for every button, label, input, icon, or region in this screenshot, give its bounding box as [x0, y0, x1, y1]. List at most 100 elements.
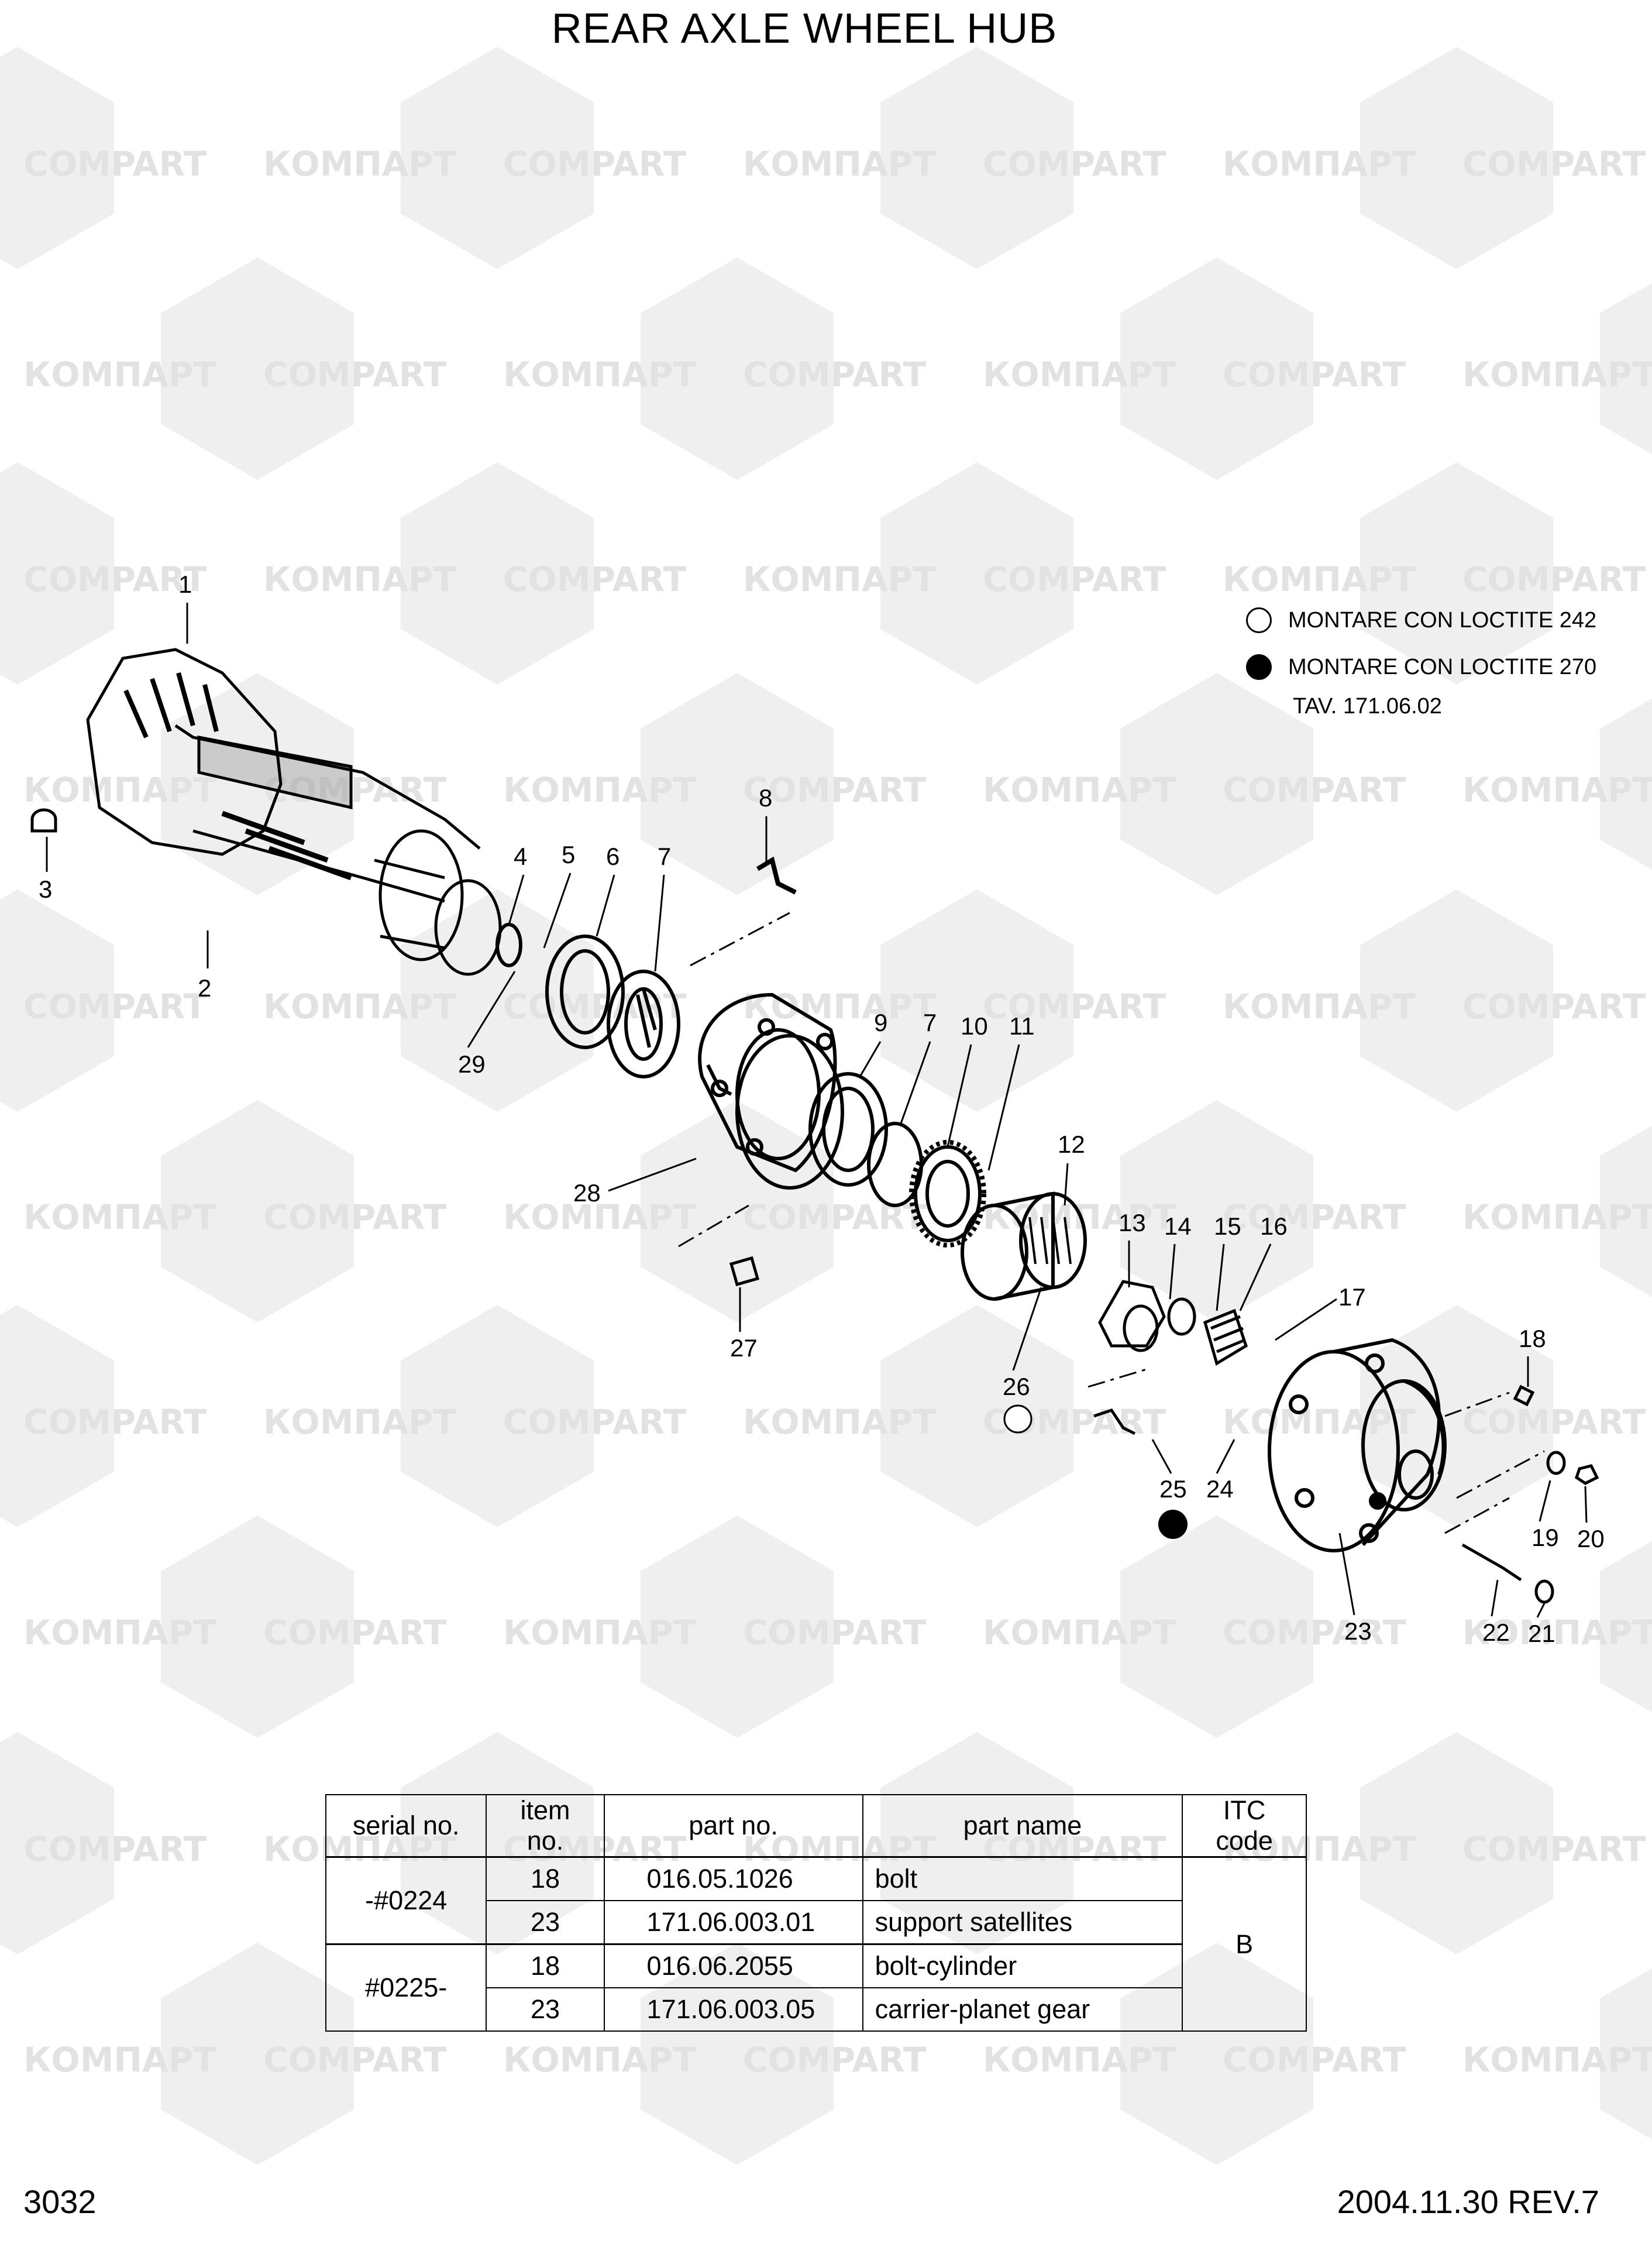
ring-gear-11: [909, 1140, 986, 1248]
callout-13: 13: [1118, 1209, 1146, 1236]
callout-10: 10: [961, 1012, 988, 1040]
leader-line: [508, 874, 525, 925]
legend-item-242: MONTARE CON LOCTITE 242: [1246, 597, 1596, 644]
watermark-text: COMPART: [983, 559, 1166, 599]
leader-line: [1491, 1579, 1499, 1617]
callout-7b: 7: [923, 1009, 937, 1036]
leader-line: [1012, 1287, 1042, 1371]
part-no-cell: 171.06.003.01: [603, 1900, 863, 1945]
leader-line: [543, 872, 572, 949]
watermark-text: КОМПАРТ: [983, 770, 1176, 810]
watermark-text: КОМПАРТ: [743, 559, 936, 599]
callout-12: 12: [1058, 1131, 1085, 1158]
leader-line: [987, 1044, 1020, 1171]
item-cell: 23: [486, 1900, 605, 1945]
watermark-logo: КОМПАРТ COMPART: [1223, 889, 1646, 1112]
watermark-text: COMPART: [1462, 987, 1646, 1026]
watermark-text: COMPART: [743, 1613, 927, 1652]
legend-label: MONTARE CON LOCTITE 270: [1288, 654, 1597, 679]
small-parts: [729, 856, 1599, 1604]
callout-1: 1: [178, 571, 192, 598]
watermark-text: COMPART: [743, 770, 927, 810]
watermark-text: COMPART: [23, 144, 207, 184]
watermark-text: КОМПАРТ: [23, 355, 216, 394]
callout-15: 15: [1214, 1212, 1241, 1240]
watermark-text: КОМПАРТ: [263, 987, 456, 1026]
filled-circle-icon: [1246, 654, 1272, 680]
watermark-text: КОМПАРТ: [743, 1402, 936, 1442]
watermark-logo: КОМПАРТ COMPART: [743, 462, 1166, 685]
leader-line: [900, 1041, 931, 1124]
loctite-markers: [1003, 1404, 1188, 1539]
axle-housing: [86, 648, 502, 976]
table-row: #0225- 18 016.06.2055 bolt-cylinder: [325, 1943, 1306, 2032]
part-name-cell: support satellites: [862, 1900, 1183, 1945]
legend-item-270: MONTARE CON LOCTITE 270: [1246, 644, 1596, 690]
leader-line: [1275, 1298, 1337, 1341]
watermark-text: COMPART: [23, 1402, 207, 1442]
part-3-nut: [30, 808, 57, 833]
callout-29: 29: [458, 1050, 486, 1078]
drawing-reference: TAV. 171.06.02: [1293, 694, 1442, 719]
watermark-text: COMPART: [1462, 1402, 1646, 1442]
table-header-row: serial no. item no. part no. part name I…: [325, 1794, 1307, 1858]
watermark-text: COMPART: [1223, 355, 1406, 394]
callout-4: 4: [514, 843, 528, 870]
leader-line: [1239, 1243, 1272, 1311]
callout-3: 3: [39, 875, 53, 903]
watermark-text: КОМПАРТ: [1462, 770, 1652, 810]
leader-line: [1216, 1439, 1235, 1474]
leader-line: [1338, 1533, 1355, 1616]
leader-line: [1169, 1243, 1176, 1300]
bearing-9-7: [808, 1072, 923, 1207]
col-itc-code: ITC code: [1182, 1794, 1307, 1858]
callout-17: 17: [1338, 1283, 1366, 1311]
callout-leaders: [46, 603, 1588, 1618]
watermark-text: КОМПАРТ: [1462, 2040, 1652, 2080]
thrust-washer-13-14: [1098, 1280, 1196, 1352]
leader-line: [1151, 1439, 1172, 1474]
watermark-text: КОМПАРТ: [1223, 987, 1416, 1026]
watermark-text: КОМПАРТ: [23, 2040, 216, 2080]
watermark-text: КОМПАРТ: [23, 1613, 216, 1652]
col-part-name: part name: [862, 1794, 1183, 1858]
callout-8: 8: [759, 784, 773, 812]
hub-bearings: [495, 923, 680, 1078]
callout-26: 26: [1003, 1373, 1030, 1400]
callout-24: 24: [1206, 1475, 1234, 1503]
watermark-text: КОМПАРТ: [23, 770, 216, 810]
callout-18: 18: [1519, 1325, 1546, 1352]
page-number: 3032: [23, 2183, 97, 2220]
col-item-no: item no.: [486, 1794, 605, 1858]
watermark-text: COMPART: [1223, 770, 1406, 810]
watermark-text: COMPART: [23, 987, 207, 1026]
leader-line: [1536, 1603, 1546, 1618]
watermark-text: КОМПАРТ: [1223, 144, 1416, 184]
watermark-text: КОМПАРТ: [1223, 559, 1416, 599]
watermark-text: КОМПАРТ: [983, 2040, 1176, 2080]
watermark-text: КОМПАРТ: [743, 987, 936, 1026]
watermark-text: КОМПАРТ: [23, 1197, 216, 1237]
watermark-text: КОМПАРТ: [983, 1613, 1176, 1652]
callout-25: 25: [1159, 1475, 1187, 1503]
watermark-text: COMPART: [1223, 1197, 1406, 1237]
watermark-text: КОМПАРТ: [503, 1613, 696, 1652]
watermark-logo: КОМПАРТ COMPART: [983, 673, 1406, 895]
watermark-text: КОМПАРТ: [263, 144, 456, 184]
serial-cell: #0225-: [325, 1943, 487, 2032]
